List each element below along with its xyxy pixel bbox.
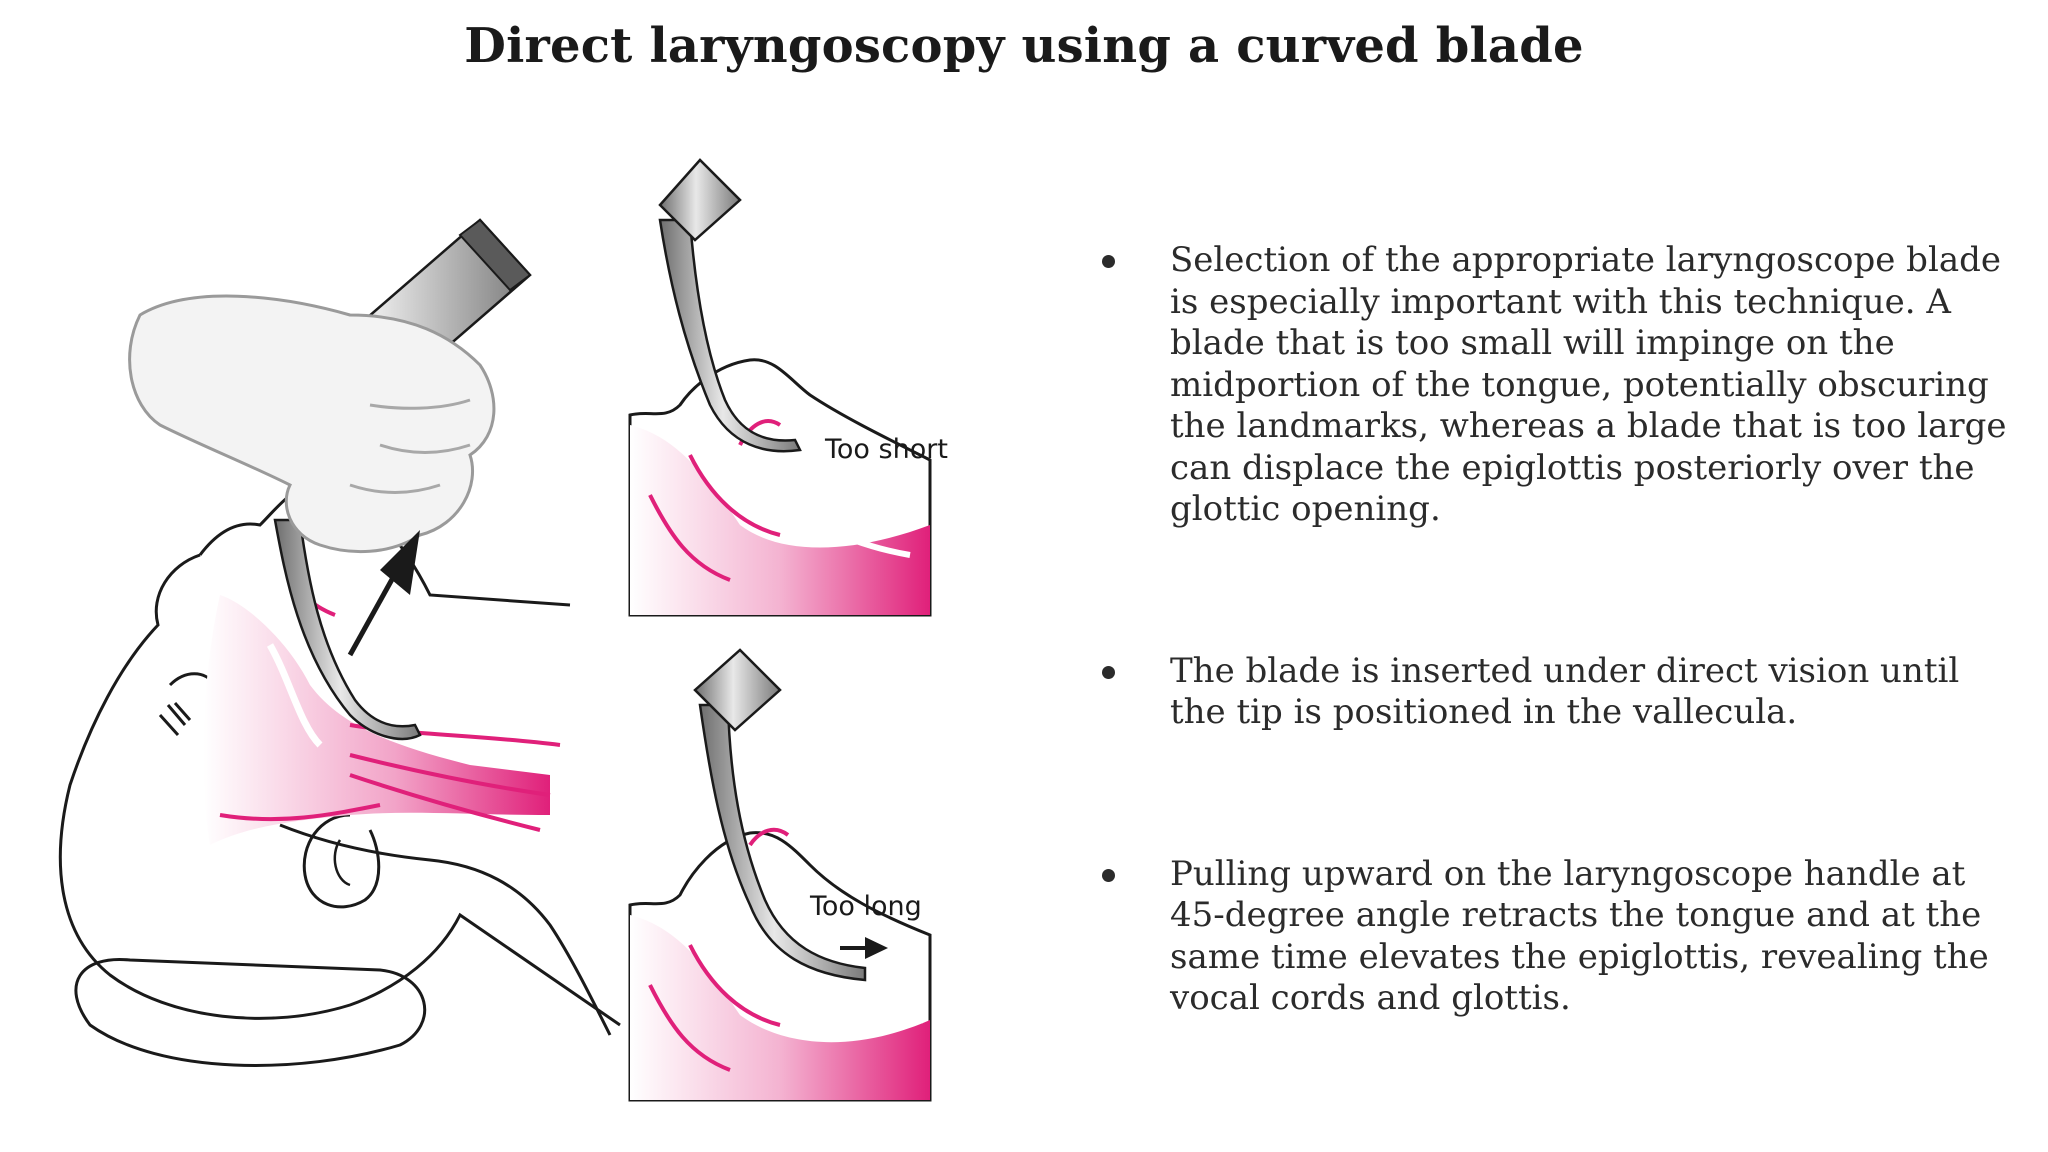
inset-too-short: Too short	[628, 158, 948, 617]
airway-tissue	[203, 595, 550, 845]
too-short-label: Too short	[824, 434, 948, 465]
pillow	[74, 957, 427, 1067]
inset-long-blade	[698, 703, 867, 982]
neck-outline	[279, 823, 612, 1036]
bullet-text: Selection of the appropriate laryngoscop…	[1170, 240, 2007, 529]
bullet-dot	[1102, 255, 1115, 268]
main-blade	[273, 518, 422, 741]
too-long-arrow	[840, 937, 888, 959]
bullet-dot	[1102, 868, 1115, 882]
laryngoscopy-illustration: Too short Too long	[50, 125, 950, 1115]
too-long-label: Too long	[809, 891, 922, 922]
slide-title: Direct laryngoscopy using a curved blade	[464, 18, 1584, 74]
main-figure	[58, 218, 621, 1067]
bullet-item: Pulling upward on the laryngoscope handl…	[1090, 854, 2010, 1020]
ear	[302, 813, 381, 909]
bullet-item: Selection of the appropriate laryngoscop…	[1090, 240, 2010, 531]
bullet-text: The blade is inserted under direct visio…	[1170, 650, 1960, 733]
bullet-text: Pulling upward on the laryngoscope handl…	[1170, 853, 1989, 1019]
laryngoscopy-diagram: Too short Too long	[58, 158, 948, 1102]
bullet-item: The blade is inserted under direct visio…	[1090, 651, 2010, 734]
bullet-dot	[1102, 665, 1115, 679]
bullet-list: Selection of the appropriate laryngoscop…	[1090, 240, 2010, 1020]
head-outline	[58, 553, 621, 1027]
inset-too-long: Too long	[628, 648, 932, 1102]
gloved-hand	[128, 294, 496, 553]
inset-short-blade	[658, 218, 802, 453]
lift-direction-arrow	[347, 530, 420, 657]
